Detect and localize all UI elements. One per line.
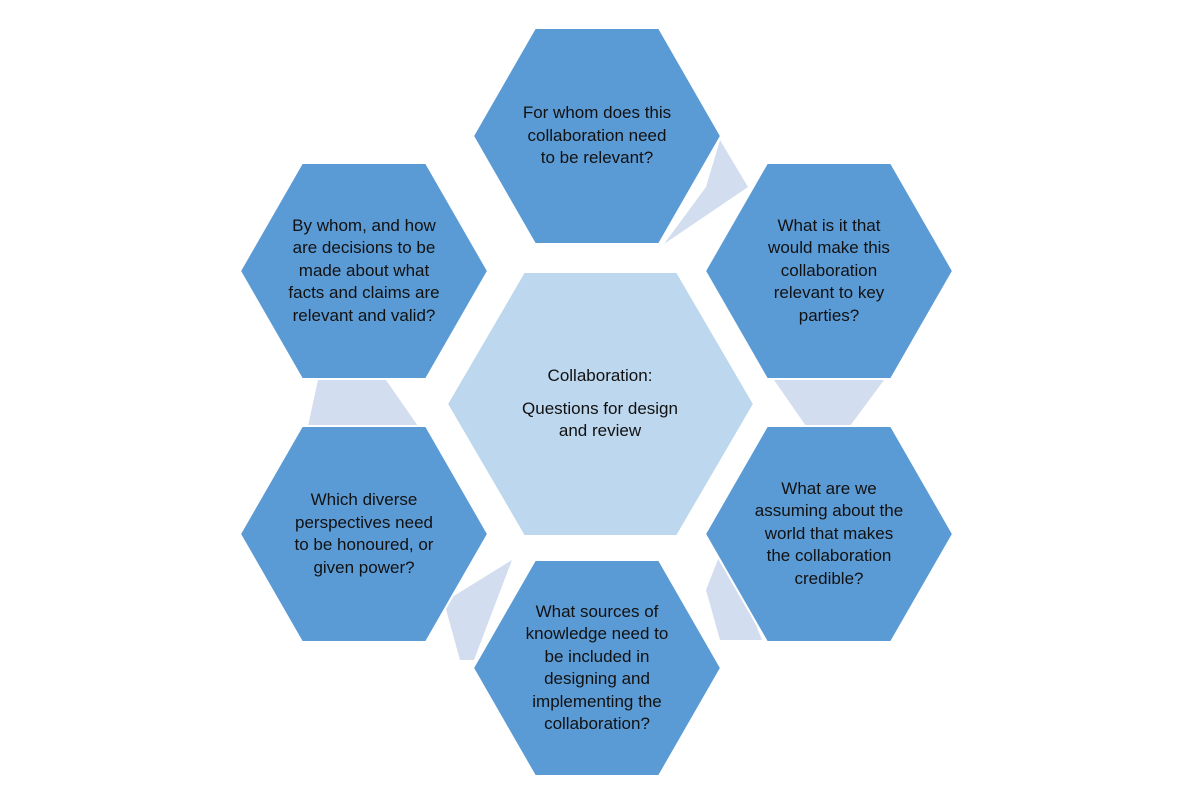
node-text-line: perspectives need bbox=[295, 512, 433, 532]
hexagon-center bbox=[445, 271, 756, 537]
node-text-line: world that makes bbox=[764, 523, 894, 543]
node-text-line: For whom does this bbox=[522, 103, 672, 123]
center-label: Collaboration: Questions for design and … bbox=[470, 300, 730, 508]
node-text-line: made about what bbox=[298, 260, 430, 280]
node-text-line: What sources of bbox=[535, 601, 659, 621]
node-text-line: to be relevant? bbox=[540, 148, 654, 168]
node-label-upper-left: By whom, and how are decisions to be mad… bbox=[259, 175, 469, 367]
node-text-line: relevant to key bbox=[773, 283, 885, 303]
node-text-line: to be honoured, or bbox=[294, 535, 434, 554]
node-text-line: parties? bbox=[798, 305, 860, 325]
node-label-lower-left: Which diverse perspectives need to be ho… bbox=[264, 438, 464, 630]
node-text-line: knowledge need to bbox=[525, 624, 669, 643]
node-text-line: collaboration bbox=[780, 260, 878, 280]
node-label-lower-right: What are we assuming about the world tha… bbox=[729, 438, 929, 630]
node-text-line: are decisions to be bbox=[292, 238, 436, 258]
connector-upper-right-lower-right bbox=[774, 380, 884, 426]
node-text-line: What are we bbox=[781, 478, 877, 498]
connector-top-upper-right bbox=[664, 140, 748, 244]
hexagon-bottom bbox=[471, 559, 723, 777]
node-text-line: the collaboration bbox=[766, 546, 892, 566]
node-text-line: collaboration need bbox=[527, 125, 667, 145]
node-text-line: given power? bbox=[313, 557, 415, 577]
center-title: Collaboration: bbox=[547, 366, 653, 386]
node-text-line: credible? bbox=[794, 568, 864, 588]
node-text-line: would make this bbox=[768, 238, 890, 258]
node-text-line: designing and bbox=[544, 669, 650, 688]
node-text-line: By whom, and how bbox=[292, 215, 436, 235]
connector-lower-right-bottom bbox=[706, 544, 762, 640]
center-subtitle-line: and review bbox=[558, 421, 642, 441]
hexagon-upper-left bbox=[238, 162, 490, 380]
node-text-line: relevant and valid? bbox=[292, 305, 436, 325]
node-label-bottom: What sources of knowledge need to be inc… bbox=[497, 572, 697, 764]
node-label-upper-right: What is it that would make this collabor… bbox=[729, 175, 929, 367]
node-text-line: implementing the bbox=[532, 691, 662, 711]
connector-lower-left-upper-left bbox=[308, 380, 418, 426]
node-text-line: Which diverse bbox=[310, 490, 418, 509]
node-text-line: facts and claims are bbox=[288, 283, 440, 303]
connector-bottom-lower-left bbox=[444, 560, 512, 660]
node-text-line: What is it that bbox=[777, 215, 881, 235]
node-text-line: collaboration? bbox=[544, 714, 650, 733]
node-text-line: assuming about the bbox=[754, 501, 904, 521]
hexagon-top bbox=[471, 27, 723, 245]
center-subtitle-line: Questions for design bbox=[522, 398, 678, 418]
hexagon-upper-right bbox=[703, 162, 955, 380]
hexagon-lower-left bbox=[238, 425, 490, 643]
node-text-line: be included in bbox=[544, 646, 650, 666]
hexagon-lower-right bbox=[703, 425, 955, 643]
node-label-top: For whom does this collaboration need to… bbox=[497, 40, 697, 232]
